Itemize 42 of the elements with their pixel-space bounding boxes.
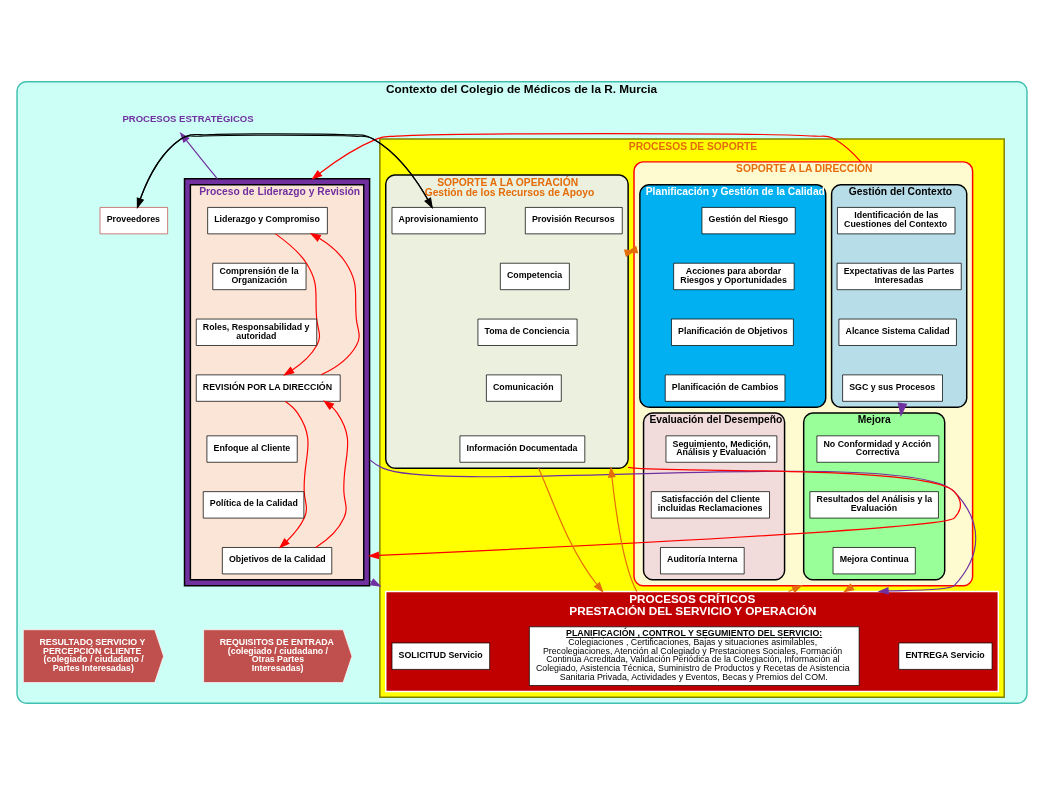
node-box: Toma de Conciencia — [477, 318, 578, 346]
node-box: ENTREGA Servicio — [898, 642, 993, 670]
node-box: Comprensión de la Organización — [212, 262, 307, 291]
arrow — [367, 466, 961, 560]
node-text: PROCESOS ESTRATÉGICOS — [122, 112, 254, 124]
node-box: Proveedores — [99, 207, 168, 235]
arrow — [788, 584, 804, 594]
node-box: Política de la Calidad — [202, 491, 305, 519]
node-box: Planificación de Cambios — [664, 374, 786, 402]
node-box: Roles, Responsabilidad y autoridad — [195, 318, 318, 346]
node-box: Comunicación — [486, 374, 562, 402]
node-box: Alcance Sistema Calidad — [838, 318, 957, 346]
arrow — [315, 400, 349, 548]
node-box: Identificación de las Cuestiones del Contexto — [837, 207, 956, 235]
node-box: Satisfacción del Cliente incluidas Reclamaciones — [650, 491, 770, 519]
node-box: SGC y sus Procesos — [842, 374, 943, 402]
arrow — [274, 233, 321, 376]
node-box: Planificación de Objetivos — [671, 318, 794, 346]
node-box: Gestión del Riesgo — [701, 207, 796, 235]
arrow — [537, 467, 604, 593]
node-box: REVISIÓN POR LA DIRECCIÓN — [195, 374, 341, 402]
arrow — [311, 133, 862, 180]
node-box: Liderazgo y Compromiso — [207, 207, 328, 235]
node-box: SOLICITUD Servicio — [391, 642, 491, 670]
node-box: No Conformidad y Acción Correctiva — [816, 435, 940, 463]
arrow — [278, 400, 309, 549]
node-box: PLANIFICACIÓN , CONTROL Y SEGUMIENTO DEL SERVICIO: Colegiaciones , Certificaciones, Bajas y situaciones asimilables, Precolegiaciones, Atención al Colegiado y Prestaciones Sociales, Formación Continua Acreditada, Validación Periódica de la Colegiación, Información al Colegiado, Asistencia Técnica, Suministro de Productos y Recetas de Asistencia Sanitaria Privada, Actividades y Eventos, Becas y Premios del COM. — [528, 626, 860, 686]
node-box: Mejora Continua — [832, 547, 916, 575]
node-box: Aprovisionamiento — [391, 207, 486, 235]
node-box: Acciones para abordar Riesgos y Oportunidades — [673, 262, 795, 291]
node-box: Información Documentada — [459, 435, 586, 463]
node-box: Resultados del Análisis y la Evaluación — [809, 491, 939, 519]
arrow — [608, 466, 638, 593]
node-box: Expectativas de las Partes Interesadas — [836, 262, 962, 291]
node-box: Auditoría Interna — [660, 547, 745, 575]
node-box: Seguimiento, Medición, Análisis y Evaluación — [665, 435, 778, 463]
arrow — [179, 131, 218, 180]
node-box: Competencia — [499, 262, 570, 291]
arrow — [309, 233, 360, 376]
node-box: Objetivos de la Calidad — [221, 547, 333, 575]
node-box: Provisión Recursos — [524, 207, 623, 235]
node-box: Enfoque al Cliente — [206, 435, 298, 463]
